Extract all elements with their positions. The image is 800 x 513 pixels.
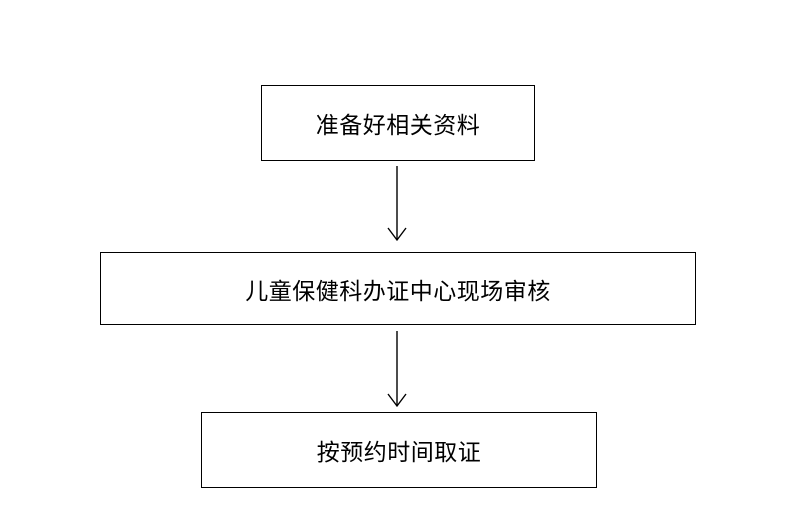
step-label-prepare-materials: 准备好相关资料	[315, 113, 481, 139]
arrow-step2-to-step3	[387, 331, 407, 408]
arrow-step1-to-step2	[387, 166, 407, 242]
step-label-collect-certificate: 按预约时间取证	[316, 440, 482, 466]
step-box-collect-certificate: 按预约时间取证	[201, 412, 597, 488]
step-box-onsite-review: 儿童保健科办证中心现场审核	[100, 252, 696, 325]
step-label-onsite-review: 儿童保健科办证中心现场审核	[245, 278, 551, 305]
step-box-prepare-materials: 准备好相关资料	[261, 85, 535, 161]
